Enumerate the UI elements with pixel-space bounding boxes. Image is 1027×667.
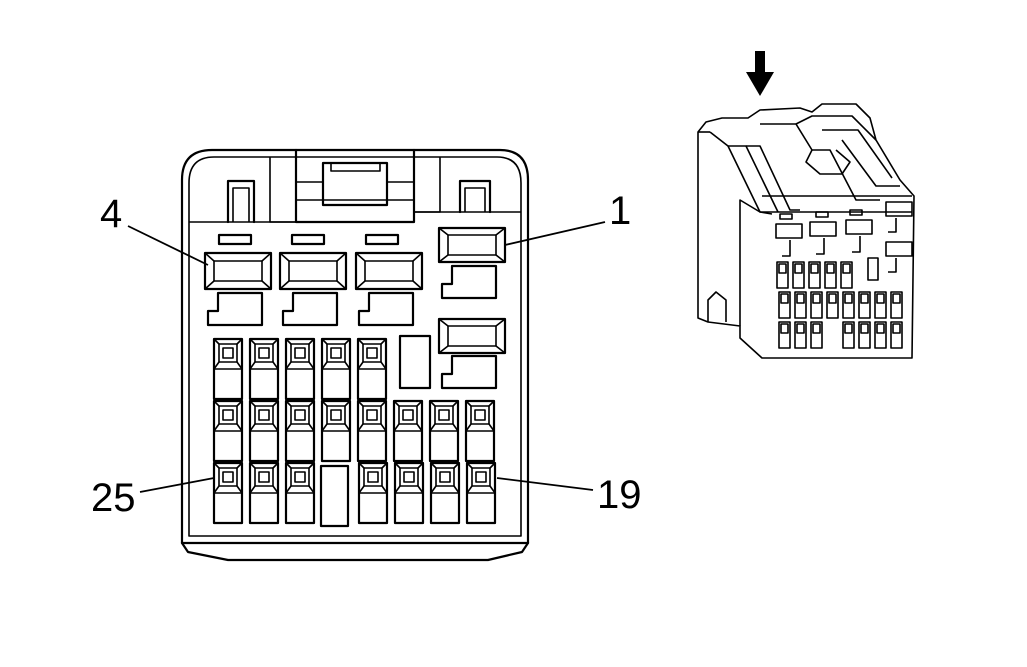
iso-large-terminal — [885, 201, 913, 217]
bottom-key — [319, 464, 350, 528]
small-terminal — [392, 399, 424, 463]
small-terminal — [284, 399, 316, 463]
small-terminal — [465, 461, 497, 525]
iso-small-terminal — [776, 261, 789, 289]
pin-label-1: 1 — [609, 189, 631, 233]
slot — [217, 233, 253, 246]
pin-label-19: 19 — [597, 473, 642, 517]
small-terminal — [356, 399, 388, 463]
small-terminal — [464, 399, 496, 463]
large-terminal-3 — [278, 251, 348, 291]
iso-small-terminal — [858, 321, 871, 349]
iso-small-terminal — [792, 261, 805, 289]
connector-iso-view — [697, 51, 915, 359]
iso-small-terminal — [794, 291, 807, 319]
connector-face-view: 4 1 25 19 — [91, 148, 642, 562]
iso-small-terminal — [874, 321, 887, 349]
iso-small-terminal — [890, 291, 903, 319]
iso-small-terminal — [810, 291, 823, 319]
leader-line-25 — [139, 477, 215, 493]
large-terminal-2 — [354, 251, 424, 291]
small-terminal — [428, 399, 460, 463]
small-terminal — [393, 461, 425, 525]
lock-window — [440, 354, 498, 390]
large-terminal-1 — [437, 226, 507, 264]
small-terminal — [212, 337, 244, 401]
arrow-down-icon — [746, 51, 774, 96]
connector-housing-outline — [180, 148, 530, 545]
iso-small-terminal — [842, 291, 855, 319]
leader-line-4 — [127, 225, 209, 266]
small-terminal — [429, 461, 461, 525]
iso-small-terminal — [826, 291, 839, 319]
iso-small-terminal — [840, 261, 853, 289]
iso-small-terminal — [808, 261, 821, 289]
small-terminal — [212, 461, 244, 525]
right-post — [458, 179, 492, 214]
small-terminal — [320, 337, 352, 401]
iso-small-terminal — [842, 321, 855, 349]
small-terminal — [248, 337, 280, 401]
small-terminal — [284, 461, 316, 525]
leader-line-1 — [504, 221, 606, 246]
small-terminal — [284, 337, 316, 401]
iso-small-terminal — [890, 321, 903, 349]
iso-small-terminal — [858, 291, 871, 319]
pin-label-4: 4 — [100, 192, 122, 236]
key-slot — [398, 334, 432, 390]
large-terminal-4 — [203, 251, 273, 291]
lock-window — [440, 264, 498, 300]
iso-body-outline — [697, 103, 915, 359]
small-terminal — [212, 399, 244, 463]
housing-bottom-lip — [180, 541, 530, 562]
small-terminal — [320, 399, 352, 463]
iso-small-terminal — [824, 261, 837, 289]
small-terminal — [248, 461, 280, 525]
slot — [290, 233, 326, 246]
latch — [269, 148, 441, 224]
leader-line-19 — [496, 477, 594, 491]
large-terminal-right-lower — [437, 317, 507, 355]
iso-small-terminal — [810, 321, 823, 349]
small-terminal — [356, 337, 388, 401]
slot — [364, 233, 400, 246]
small-terminal — [248, 399, 280, 463]
iso-large-terminal — [775, 223, 803, 239]
left-post — [226, 179, 256, 224]
iso-large-terminal — [845, 219, 873, 235]
iso-small-terminal — [874, 291, 887, 319]
iso-large-terminal — [885, 241, 913, 257]
iso-large-terminal — [809, 221, 837, 237]
iso-small-terminal — [778, 321, 791, 349]
lock-window — [281, 291, 339, 327]
iso-small-terminal — [794, 321, 807, 349]
lock-window — [206, 291, 264, 327]
lock-window — [357, 291, 415, 327]
pin-label-25: 25 — [91, 476, 136, 520]
small-terminal — [357, 461, 389, 525]
iso-small-terminal — [778, 291, 791, 319]
